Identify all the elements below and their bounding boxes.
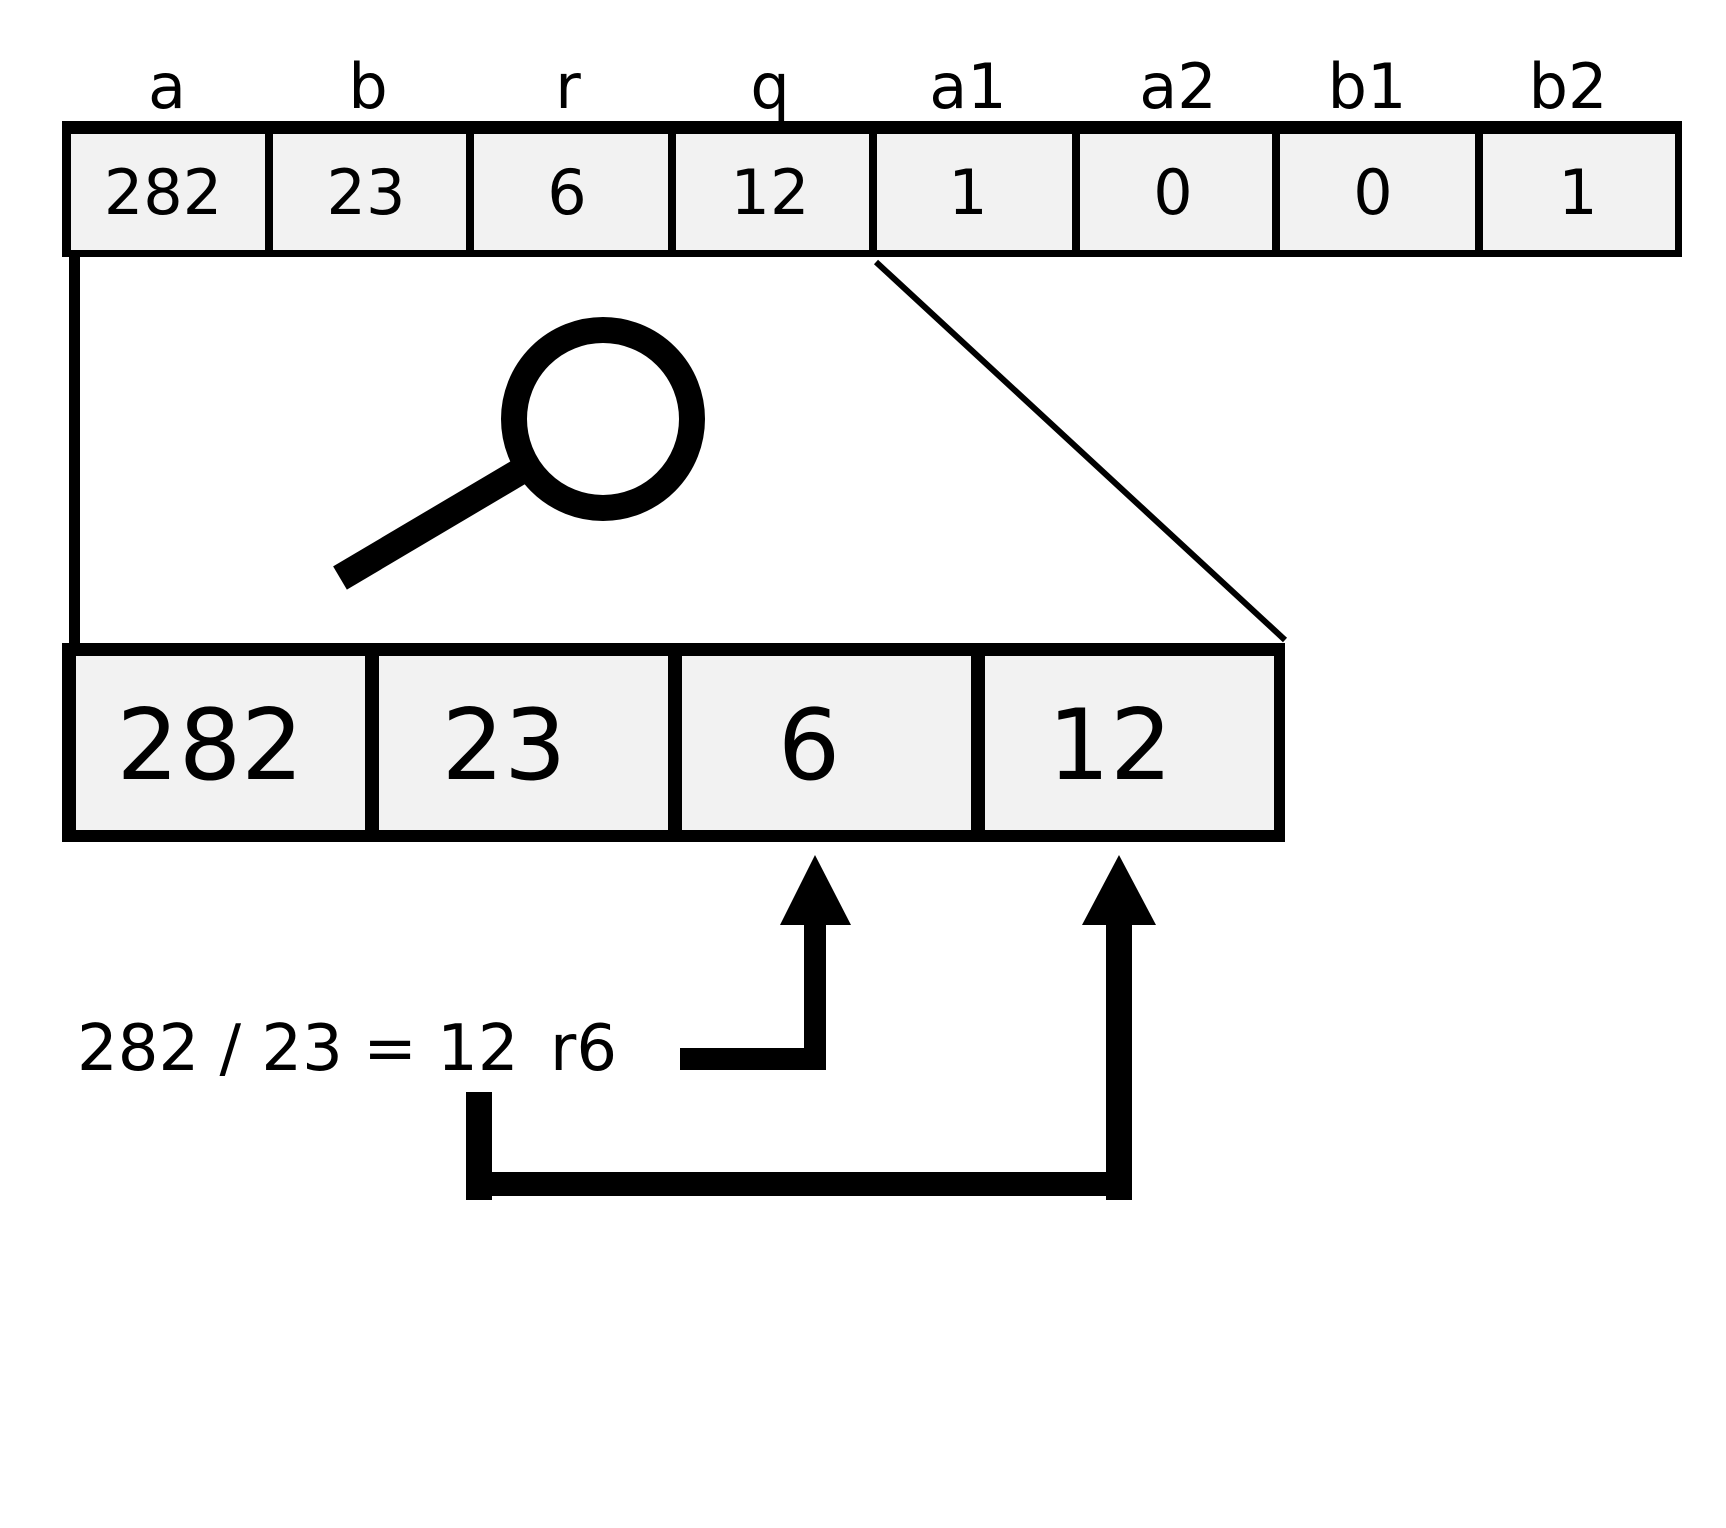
register-value-a: 282 [104, 156, 222, 229]
zoomed-row: 282 23 6 12 [62, 643, 1285, 842]
magnifier-handle [333, 460, 526, 590]
register-value-a2: 0 [1153, 156, 1192, 229]
zoom-funnel-diagonal [873, 259, 1288, 643]
header-label-q: q [750, 50, 789, 123]
zoomed-cell-a [76, 656, 365, 830]
zoom-funnel [69, 255, 1288, 648]
quotient-arrowhead [1082, 855, 1156, 925]
register-value-b2: 1 [1558, 156, 1597, 229]
header-label-b: b [348, 50, 387, 123]
remainder-arrowhead [780, 855, 851, 925]
zoomed-cell-q [985, 656, 1274, 830]
register-value-q: 12 [731, 156, 810, 229]
register-value-b: 23 [327, 156, 406, 229]
register-row: 282 23 6 12 1 0 0 1 [62, 121, 1682, 257]
zoomed-cell-r [682, 656, 971, 830]
header-label-a2: a2 [1139, 50, 1216, 123]
zoomed-cell-b [379, 656, 668, 830]
quotient-expression: 282 / 23 = 12 [77, 1012, 519, 1086]
header-label-a1: a1 [929, 50, 1006, 123]
register-value-a1: 1 [948, 156, 987, 229]
remainder-arrow-vertical [804, 920, 826, 1070]
zoomed-value-r: 6 [778, 689, 840, 803]
zoomed-value-b: 23 [442, 689, 567, 803]
register-cell-q [676, 134, 869, 250]
quotient-arrow-right-riser [1106, 920, 1132, 1200]
register-cell-b [273, 134, 466, 250]
header-label-r: r [555, 50, 581, 123]
register-cell-b1 [1280, 134, 1475, 250]
register-cell-a [71, 134, 265, 250]
register-value-b1: 0 [1353, 156, 1392, 229]
register-cell-b2 [1483, 134, 1675, 250]
register-cell-a1 [877, 134, 1072, 250]
division-equation: 282 / 23 = 12 r6 [77, 1012, 617, 1086]
register-value-r: 6 [547, 156, 586, 229]
zoom-funnel-left-edge [69, 255, 80, 648]
header-label-b1: b1 [1328, 50, 1407, 123]
column-headers: a b r q a1 a2 b1 b2 [148, 50, 1607, 123]
register-cell-a2 [1080, 134, 1272, 250]
magnifier-lens [501, 317, 705, 521]
quotient-arrow-horizontal [466, 1172, 1129, 1196]
remainder-arrow-horizontal [680, 1048, 825, 1070]
remainder-arrow [680, 855, 851, 1070]
zoomed-value-a: 282 [116, 689, 303, 803]
magnifier-icon [333, 317, 705, 590]
quotient-arrow [466, 855, 1156, 1200]
header-label-a: a [148, 50, 186, 123]
remainder-label: r6 [550, 1012, 617, 1086]
register-cell-r [474, 134, 668, 250]
zoomed-value-q: 12 [1048, 689, 1173, 803]
header-label-b2: b2 [1529, 50, 1608, 123]
